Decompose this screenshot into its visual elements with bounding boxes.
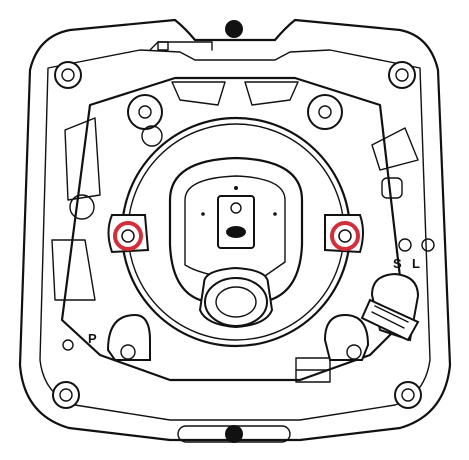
label-s: S bbox=[393, 256, 402, 271]
lens bbox=[198, 266, 274, 329]
inner-plate bbox=[51, 76, 419, 383]
label-p: P bbox=[88, 331, 97, 346]
boss-bottom-left bbox=[106, 313, 151, 361]
corner-screw-top-right-icon bbox=[388, 61, 416, 89]
left-highlighted-screw-icon bbox=[113, 221, 143, 251]
led-s-icon bbox=[398, 238, 412, 252]
corner-screw-top-left-icon bbox=[54, 61, 82, 89]
bottom-black-dot-icon bbox=[225, 425, 243, 443]
boss-top-left bbox=[127, 94, 163, 147]
label-l: L bbox=[412, 256, 420, 271]
corner-screw-bottom-left-icon bbox=[52, 381, 80, 409]
switch-slot bbox=[360, 272, 420, 342]
led-p-icon bbox=[62, 339, 74, 351]
right-highlighted-screw-icon bbox=[330, 221, 360, 251]
boss-top-right bbox=[307, 94, 343, 130]
corner-screw-bottom-right-icon bbox=[394, 381, 422, 409]
boss-bottom-right bbox=[323, 313, 370, 361]
led-l-icon bbox=[421, 238, 435, 252]
top-black-dot-icon bbox=[225, 20, 243, 38]
